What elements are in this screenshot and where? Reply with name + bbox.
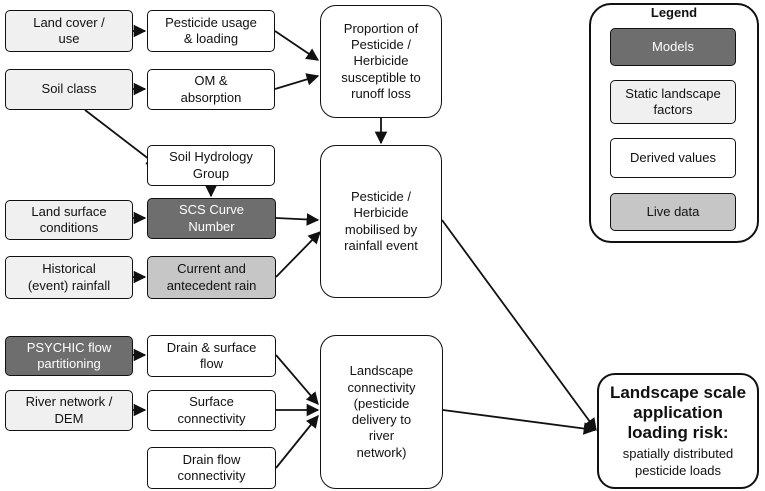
loading-risk-subtitle: spatially distributed pesticide loads [622, 446, 734, 478]
drain-surface-flow-node: Drain & surface flow [147, 335, 276, 377]
river-network-dem-node: River network / DEM [5, 390, 133, 431]
pesticide-mobilised-node: Pesticide / Herbicide mobilised by rainf… [320, 145, 442, 298]
current-antecedent-rain-node: Current and antecedent rain [147, 256, 276, 299]
historical-rainfall-node: Historical (event) rainfall [5, 256, 133, 299]
soil-hydrology-group-node: Soil Hydrology Group [147, 145, 275, 186]
arrow-current-to-mobilised [275, 231, 321, 278]
soil-class-node: Soil class [5, 69, 133, 110]
legend-live-data: Live data [610, 193, 736, 231]
arrow-usage-to-proportion [274, 30, 320, 61]
arrow-scs-to-mobilised [275, 213, 320, 226]
arrow-mobilised-to-final [441, 219, 597, 432]
surface-connectivity-node: Surface connectivity [147, 390, 276, 431]
arrow-drainsurface-to-landscape [275, 354, 319, 405]
arrow-soilclass-to-hydrology [84, 109, 159, 167]
arrow-landscape-to-final [442, 409, 597, 435]
land-surface-conditions-node: Land surface conditions [5, 200, 133, 240]
scs-curve-number-node: SCS Curve Number [147, 198, 276, 239]
om-absorption-node: OM & absorption [147, 69, 275, 110]
psychic-flow-partitioning-node: PSYCHIC flow partitioning [5, 336, 133, 376]
arrow-om-to-proportion [274, 73, 320, 90]
pesticide-usage-node: Pesticide usage & loading [147, 10, 275, 52]
legend-derived-values: Derived values [610, 138, 736, 178]
arrow-drainflow-to-landscape [275, 415, 319, 469]
loading-risk-title: Landscape scale application loading risk… [609, 383, 747, 443]
drain-flow-connectivity-node: Drain flow connectivity [147, 447, 276, 489]
proportion-susceptible-node: Proportion of Pesticide / Herbicide susc… [320, 5, 442, 118]
landscape-connectivity-node: Landscape connectivity (pesticide delive… [320, 335, 443, 489]
loading-risk-output-node: Landscape scale application loading risk… [597, 373, 759, 489]
land-cover-use-node: Land cover / use [5, 10, 133, 52]
legend-models: Models [610, 28, 736, 66]
legend-title: Legend [650, 5, 698, 20]
legend-static-factors: Static landscape factors [610, 80, 736, 124]
